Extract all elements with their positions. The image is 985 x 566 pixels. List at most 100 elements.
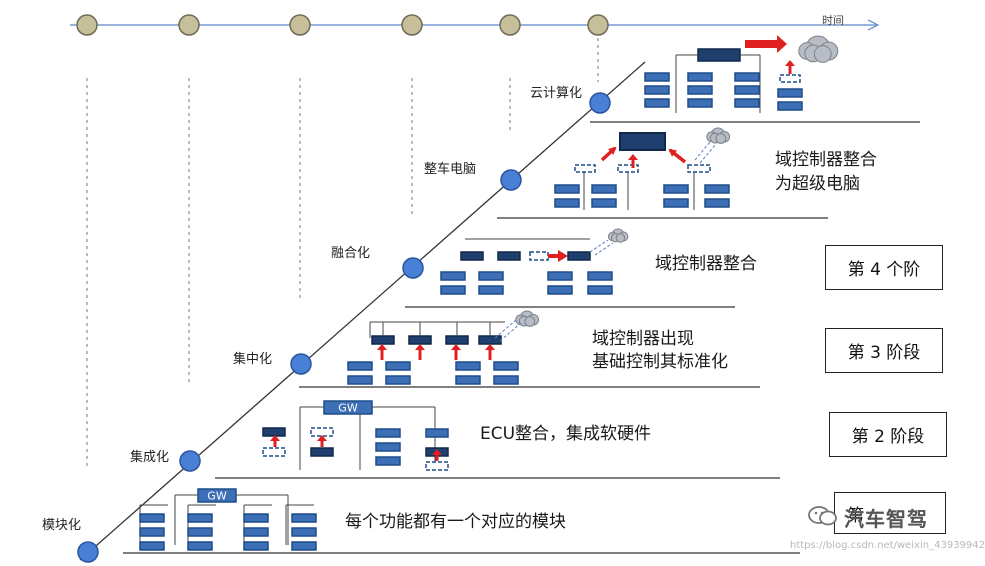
desc-vehicle-computer-line1: 域控制器整合: [775, 150, 877, 170]
stage-box-1: 第: [834, 492, 946, 534]
virtual-module: [574, 164, 596, 173]
cloud-icon: [706, 127, 731, 144]
cloud-icon: [798, 35, 839, 63]
ecu-module: [139, 527, 165, 537]
timeline-dot: [401, 14, 423, 36]
ecu-module: [375, 428, 401, 438]
domain-controller: [445, 335, 469, 345]
domain-controller: [478, 335, 502, 345]
ecu-module: [704, 184, 730, 194]
ecu-module: [478, 285, 504, 295]
ecu-module: [187, 513, 213, 523]
evolution-diagonal-line: [79, 61, 646, 561]
milestone-dot: [500, 169, 522, 191]
domain-controller: [262, 427, 286, 437]
wireless-link: [594, 242, 614, 256]
ecu-module: [243, 541, 269, 551]
milestone-label-vehicle-computer: 整车电脑: [424, 162, 477, 177]
milestone-label-cloud: 云计算化: [530, 86, 583, 101]
wechat-logo-icon: [808, 505, 838, 527]
virtual-module: [262, 447, 286, 457]
red-arrowhead: [451, 344, 461, 350]
domain-controller: [460, 251, 484, 261]
ecu-module: [587, 271, 613, 281]
domain-controller: [310, 447, 334, 457]
virtual-module: [687, 164, 711, 173]
ecu-module: [777, 88, 803, 98]
ecu-module: [291, 541, 317, 551]
ecu-module: [644, 85, 670, 95]
timeline-dot: [289, 14, 311, 36]
red-arrowhead: [785, 60, 795, 66]
ecu-module: [663, 184, 689, 194]
ecu-module: [587, 285, 613, 295]
watermark-brand: 汽车智驾: [844, 507, 928, 531]
milestone-dot: [77, 541, 99, 563]
wireless-link: [499, 322, 522, 342]
ecu-module: [554, 198, 580, 208]
virtual-module: [617, 164, 639, 173]
virtual-module: [310, 427, 334, 437]
ecu-module: [777, 101, 803, 111]
ecu-module: [547, 271, 573, 281]
ecu-module: [375, 442, 401, 452]
ecu-module: [554, 184, 580, 194]
ecu-module: [347, 375, 373, 385]
ecu-module: [644, 72, 670, 82]
ecu-module: [687, 98, 713, 108]
timeline-dot: [76, 14, 98, 36]
ecu-module: [187, 527, 213, 537]
virtual-module: [779, 74, 801, 83]
desc-vehicle-computer-line2: 为超级电脑: [775, 174, 860, 194]
ecu-module: [291, 513, 317, 523]
timeline-arrowhead-icon: [867, 19, 880, 31]
virtual-module: [529, 251, 549, 261]
ecu-module: [734, 98, 760, 108]
wireless-link: [589, 239, 609, 253]
domain-controller: [408, 335, 432, 345]
ecu-module: [734, 85, 760, 95]
milestone-dot: [589, 92, 611, 114]
super-computer: [619, 132, 666, 151]
ecu-module: [455, 375, 481, 385]
timeline-dot: [178, 14, 200, 36]
red-arrowhead: [668, 148, 677, 157]
red-arrowhead: [777, 35, 787, 53]
milestone-dot: [290, 353, 312, 375]
domain-controller: [567, 251, 591, 261]
ecu-module: [440, 285, 466, 295]
ecu-module: [547, 285, 573, 295]
cloud-icon: [607, 228, 629, 243]
domain-controller: [497, 251, 521, 261]
milestone-label-modular: 模块化: [42, 518, 82, 533]
ecu-module: [347, 361, 373, 371]
ecu-module: [139, 541, 165, 551]
ecu-module: [663, 198, 689, 208]
red-arrowhead: [415, 344, 425, 350]
cloud-icon: [515, 310, 540, 327]
ecu-module: [734, 72, 760, 82]
red-arrowhead: [432, 449, 442, 455]
ecu-module: [591, 184, 617, 194]
timeline-dot: [587, 14, 609, 36]
ecu-module: [385, 375, 411, 385]
red-arrowhead: [628, 154, 638, 160]
ecu-module: [385, 361, 411, 371]
ecu-module: [455, 361, 481, 371]
red-arrowhead: [608, 146, 617, 155]
desc-integrated: ECU整合，集成软硬件: [480, 424, 652, 444]
ecu-module: [493, 361, 519, 371]
wireless-link: [694, 141, 711, 161]
ecu-module: [493, 375, 519, 385]
red-arrowhead: [558, 250, 568, 262]
timeline-axis-label: 时间: [822, 14, 844, 27]
ecu-module: [704, 198, 730, 208]
stage-box-2: 第 2 阶段: [829, 412, 947, 457]
ecu-module: [687, 72, 713, 82]
wireless-link: [699, 144, 716, 164]
domain-controller: [371, 335, 395, 345]
ecu-module: [478, 271, 504, 281]
milestone-dot: [402, 257, 424, 279]
